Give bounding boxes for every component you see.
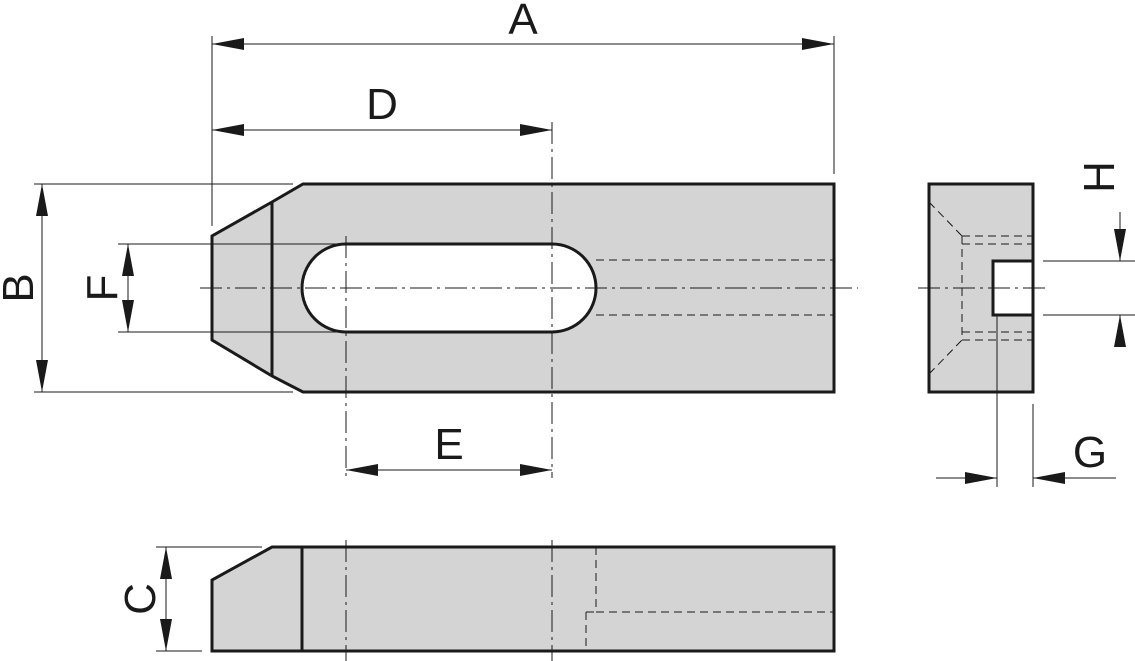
- dimension-e-arrow-left: [346, 464, 378, 476]
- dimension-b: B: [0, 183, 293, 393]
- dimension-a: A: [211, 0, 835, 226]
- dimension-d: D: [212, 80, 552, 136]
- dimension-a-arrow-left: [212, 38, 244, 50]
- dimension-c-arrow-bottom: [160, 619, 172, 651]
- dimension-b-arrow-top: [36, 184, 48, 216]
- dimension-d-arrow-right: [520, 124, 552, 136]
- dimension-c-label: C: [116, 583, 165, 615]
- end-view-hidden-bevel-bottom: [928, 339, 963, 375]
- dimension-f-arrow-bottom: [122, 300, 134, 332]
- side-view: [210, 540, 836, 661]
- dimension-g-label: G: [1073, 428, 1107, 477]
- dimension-b-label: B: [0, 273, 43, 302]
- end-view-hidden-bevel-top: [928, 201, 963, 237]
- dimension-e-label: E: [434, 420, 463, 469]
- dimension-g-arrow-left: [965, 472, 997, 484]
- dimension-d-label: D: [366, 80, 398, 129]
- dimension-f-label: F: [78, 275, 127, 302]
- dimension-g-arrow-right: [1033, 472, 1065, 484]
- side-view-outline: [210, 545, 836, 653]
- dimension-h: H: [1043, 161, 1135, 347]
- dimension-e: E: [346, 420, 552, 476]
- plan-view: [200, 122, 858, 478]
- dimension-a-label: A: [508, 0, 538, 44]
- dimension-e-arrow-right: [520, 464, 552, 476]
- dimension-h-label: H: [1075, 161, 1124, 193]
- dimension-h-arrow-bottom: [1114, 315, 1126, 347]
- dimension-d-arrow-left: [212, 124, 244, 136]
- end-view: [918, 182, 1046, 394]
- dimension-b-arrow-bottom: [36, 360, 48, 392]
- dimension-c-arrow-top: [160, 547, 172, 579]
- dimension-c: C: [116, 546, 262, 652]
- dimension-f: F: [78, 243, 346, 333]
- dimension-a-arrow-right: [802, 38, 834, 50]
- dimension-g: G: [936, 316, 1116, 487]
- dimension-f-arrow-top: [122, 244, 134, 276]
- dimension-h-arrow-top: [1114, 229, 1126, 261]
